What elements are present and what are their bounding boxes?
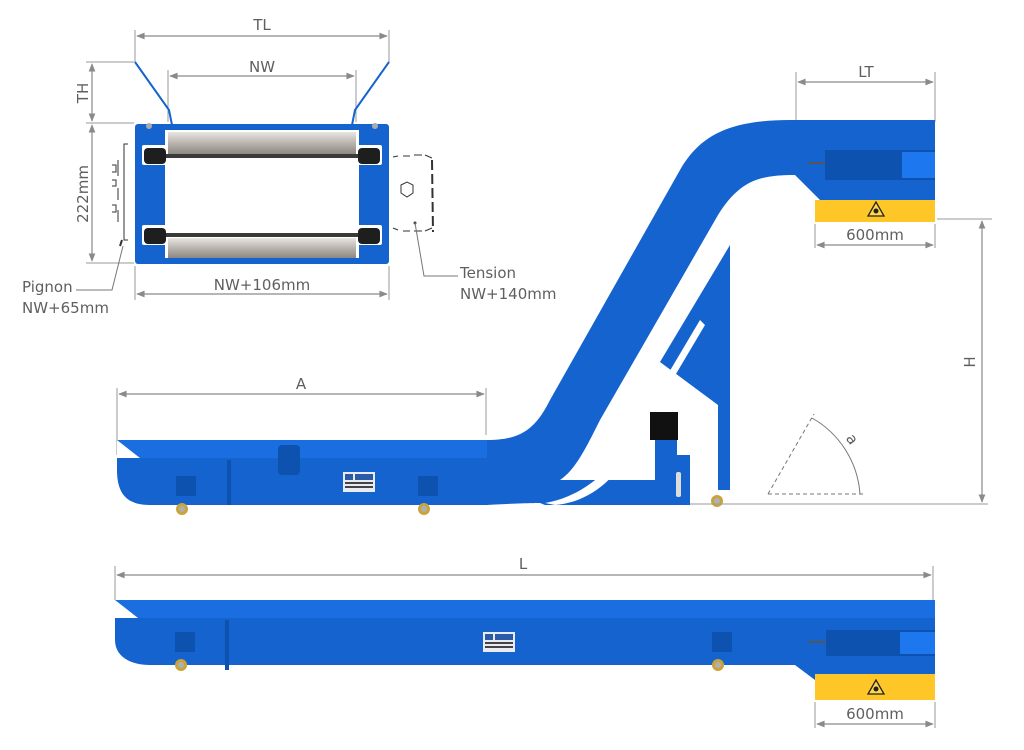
flat-side-brace: [225, 620, 229, 670]
a-label: A: [296, 375, 307, 393]
tension-label: Tension: [459, 264, 516, 282]
caster-wheel-icon: [175, 632, 195, 671]
motor-icon: [650, 412, 678, 440]
pignon-label: Pignon: [22, 278, 73, 296]
bearings: [144, 148, 380, 244]
cross-section-view: TL NW TH 222mm: [22, 16, 556, 317]
discharge-drawer-end: [902, 152, 935, 178]
side-brace: [227, 460, 231, 505]
hexagon-nut-icon: [400, 181, 414, 198]
upper-shaft: [155, 154, 369, 158]
pignon-size-label: NW+65mm: [22, 299, 109, 317]
tl-label: TL: [252, 16, 271, 34]
caster-wheel-icon: [712, 632, 732, 671]
warning-triangle-icon: [866, 200, 886, 217]
pignon-leader: [76, 245, 124, 291]
trough-chamfer: [117, 440, 140, 458]
tension-leader: [414, 222, 458, 277]
warning-triangle-icon: [866, 678, 886, 695]
flat-discharge-drawer-end: [900, 632, 935, 654]
side-access-plate: [278, 445, 300, 475]
upper-belt-plate: [168, 132, 356, 154]
height-label: 222mm: [74, 165, 92, 223]
tension-slot: [676, 472, 681, 497]
motor-mount: [655, 440, 677, 455]
pignon-sketch: [112, 143, 128, 247]
tension-sketch: [392, 154, 434, 233]
caster-wheel-icon: [711, 495, 723, 507]
trough-top-highlight: [117, 440, 487, 458]
lower-belt-plate: [168, 238, 356, 258]
h-label: H: [961, 356, 979, 367]
nameplate-icon: [343, 472, 375, 492]
width-label: NW+106mm: [214, 276, 310, 294]
l-label: L: [519, 555, 528, 573]
trough-guide-right: [350, 61, 390, 126]
flat-trough-highlight: [115, 600, 935, 618]
nw-label: NW: [249, 58, 275, 76]
th-label: TH: [74, 83, 92, 104]
bearing-icon: [358, 228, 380, 244]
caster-wheel-icon: [418, 476, 438, 515]
nameplate-icon: [483, 632, 515, 652]
tension-size-label: NW+140mm: [460, 285, 556, 303]
lt-label: LT: [858, 63, 874, 81]
angle-arc: [811, 417, 861, 495]
lower-shaft: [155, 233, 369, 237]
angle-incline-line: [767, 413, 815, 495]
flat-side-view: L 600mm: [114, 555, 936, 728]
bearing-icon: [358, 148, 380, 164]
bolt-icon: [372, 123, 378, 129]
conveyor-body-flat: [115, 600, 935, 680]
discharge-label: 600mm: [846, 226, 904, 244]
flat-discharge-label: 600mm: [846, 705, 904, 723]
bolt-icon: [146, 123, 152, 129]
bearing-icon: [144, 228, 166, 244]
caster-wheel-icon: [176, 476, 196, 515]
bearing-icon: [144, 148, 166, 164]
inclined-side-view: LT A: [116, 63, 992, 515]
flat-trough-chamfer: [115, 600, 138, 618]
trough-guide-left: [134, 61, 174, 126]
angle-label: a: [842, 430, 862, 448]
support-leg: [660, 245, 730, 460]
support-leg-foot: [718, 460, 730, 490]
